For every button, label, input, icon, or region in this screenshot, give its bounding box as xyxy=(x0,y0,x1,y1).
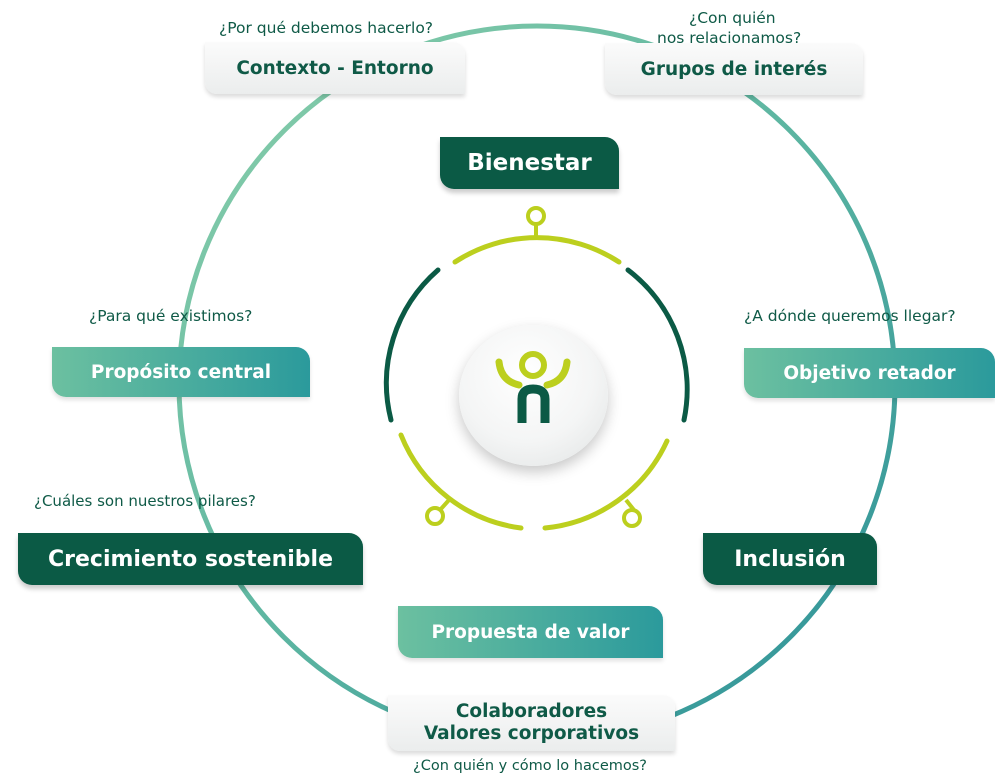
grupos-question-line2: nos relacionamos? xyxy=(657,29,802,47)
valores-corporativos-label: Valores corporativos xyxy=(423,723,640,744)
proposito-central-box: Propósito central xyxy=(52,347,310,397)
node-dot-left xyxy=(425,506,445,526)
grupos-question-line1: ¿Con quién xyxy=(689,9,776,27)
inner-green-arc-left xyxy=(383,267,441,423)
inner-lime-arc-left xyxy=(398,432,524,531)
grupos-interes-box: Grupos de interés xyxy=(605,43,863,95)
inclusion-box: Inclusión xyxy=(703,533,877,585)
colaboradores-label: Colaboradores xyxy=(455,701,608,722)
crecimiento-question: ¿Cuáles son nuestros pilares? xyxy=(34,492,256,510)
contexto-question: ¿Por qué debemos hacerlo? xyxy=(219,19,434,37)
center-logo-circle xyxy=(459,325,608,466)
inner-green-arc-right xyxy=(625,267,690,423)
proposito-question: ¿Para qué existimos? xyxy=(89,307,253,325)
n-person-logo-icon xyxy=(495,351,571,423)
bienestar-box: Bienestar xyxy=(440,137,619,189)
node-dot-top xyxy=(526,206,546,226)
objetivo-retador-box: Objetivo retador xyxy=(744,348,995,398)
crecimiento-sostenible-box: Crecimiento sostenible xyxy=(18,533,363,585)
colaboradores-valores-box: Colaboradores Valores corporativos xyxy=(388,695,675,751)
inner-lime-arc-top xyxy=(452,235,622,265)
node-dot-right xyxy=(622,508,642,528)
colaboradores-question: ¿Con quién y cómo lo hacemos? xyxy=(413,758,647,774)
objetivo-question: ¿A dónde queremos llegar? xyxy=(744,307,956,325)
inner-lime-arc-right xyxy=(542,438,670,531)
propuesta-valor-box: Propuesta de valor xyxy=(398,606,663,658)
contexto-entorno-box: Contexto - Entorno xyxy=(205,42,465,94)
